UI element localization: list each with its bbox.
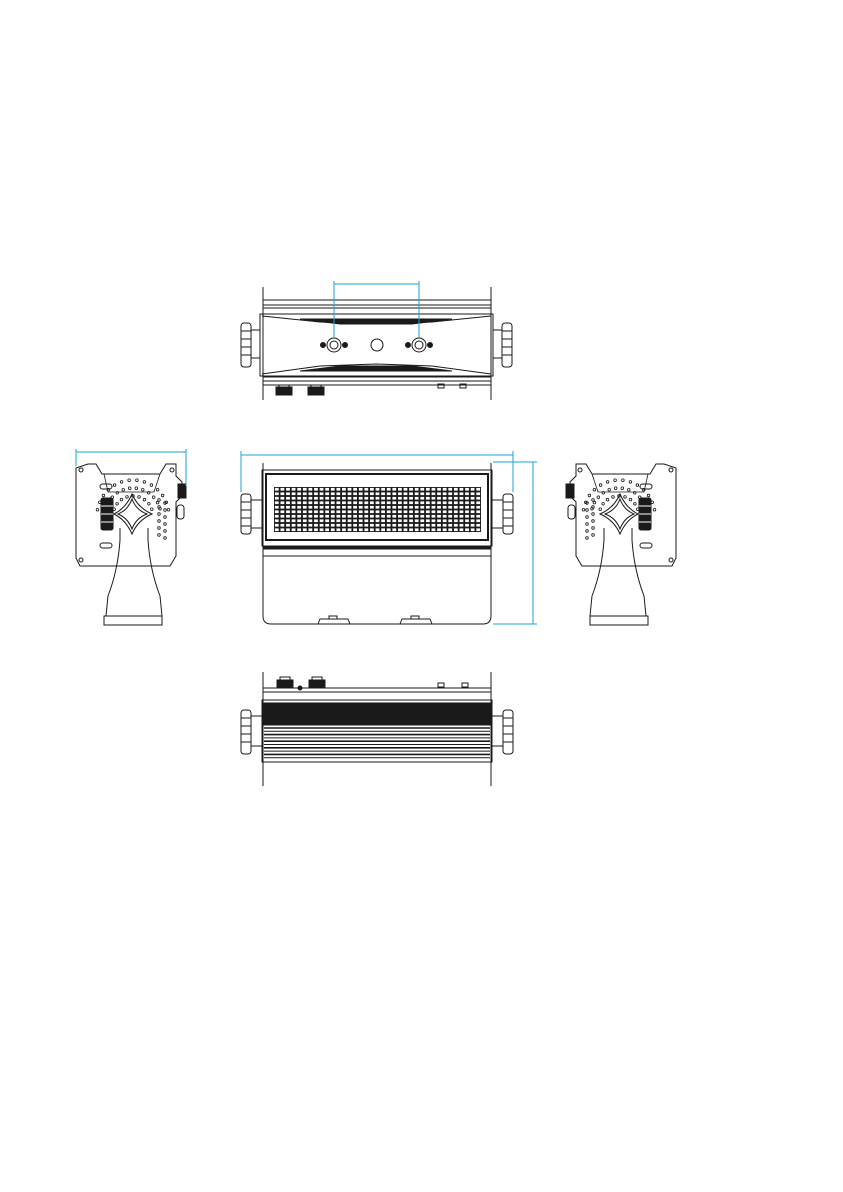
led-matrix	[274, 487, 481, 532]
